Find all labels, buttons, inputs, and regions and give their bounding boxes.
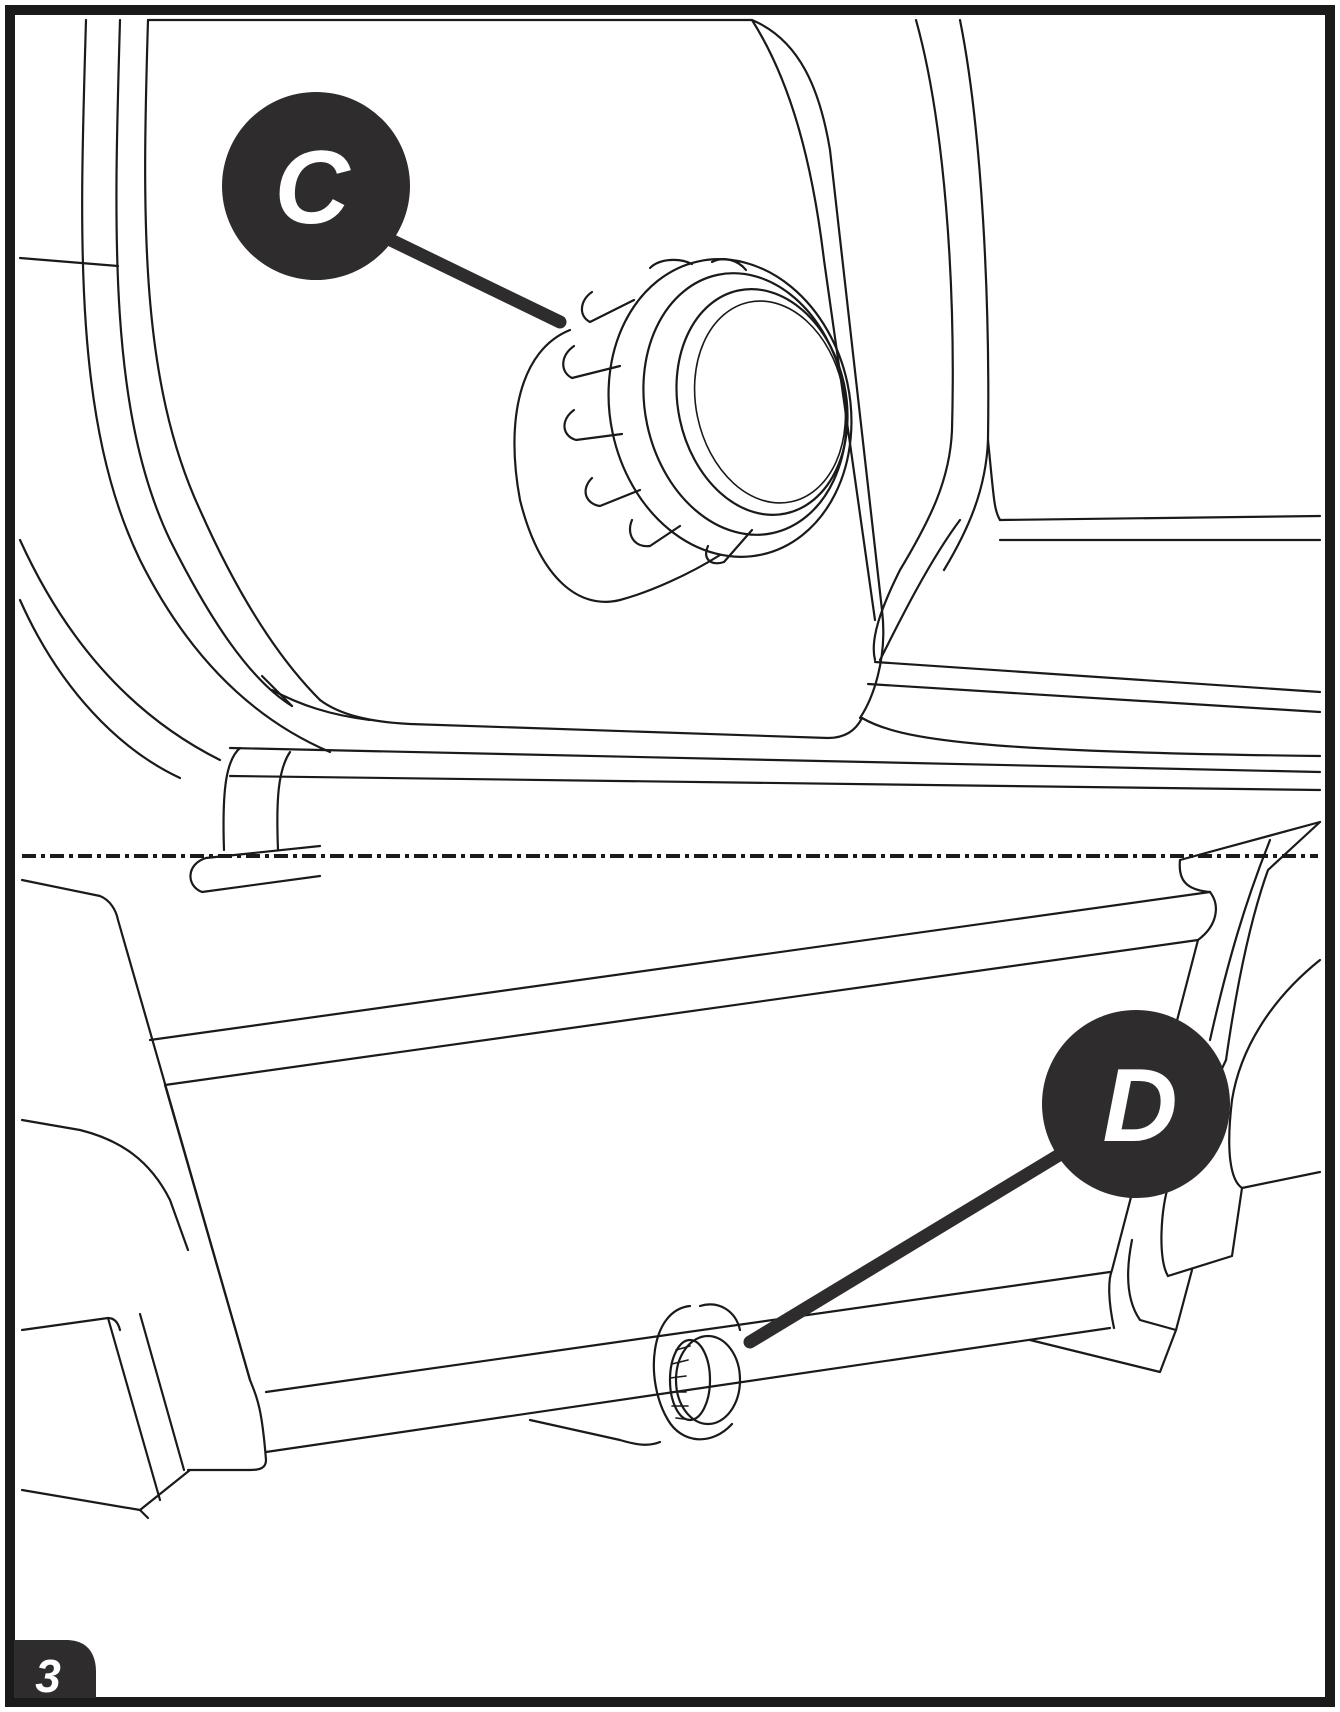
step-number-label: 3 bbox=[35, 1650, 61, 1702]
callout-d-label: D bbox=[1102, 1048, 1177, 1164]
callout-c: C bbox=[222, 92, 567, 329]
callout-d-leader bbox=[743, 1145, 1071, 1349]
callout-c-badge bbox=[222, 92, 410, 280]
upper-adjustment-knob bbox=[513, 258, 853, 603]
lower-adjustment-knob bbox=[652, 1303, 742, 1441]
lower-panel-housing bbox=[20, 820, 1322, 1520]
callout-c-leader bbox=[359, 221, 567, 329]
callout-d: D bbox=[743, 1010, 1230, 1349]
callout-d-badge bbox=[1042, 1010, 1230, 1198]
upper-panel-housing bbox=[18, 18, 1322, 894]
step-number-badge: 3 bbox=[14, 1640, 96, 1702]
callout-c-label: C bbox=[274, 130, 351, 246]
outer-frame bbox=[5, 5, 1335, 1707]
